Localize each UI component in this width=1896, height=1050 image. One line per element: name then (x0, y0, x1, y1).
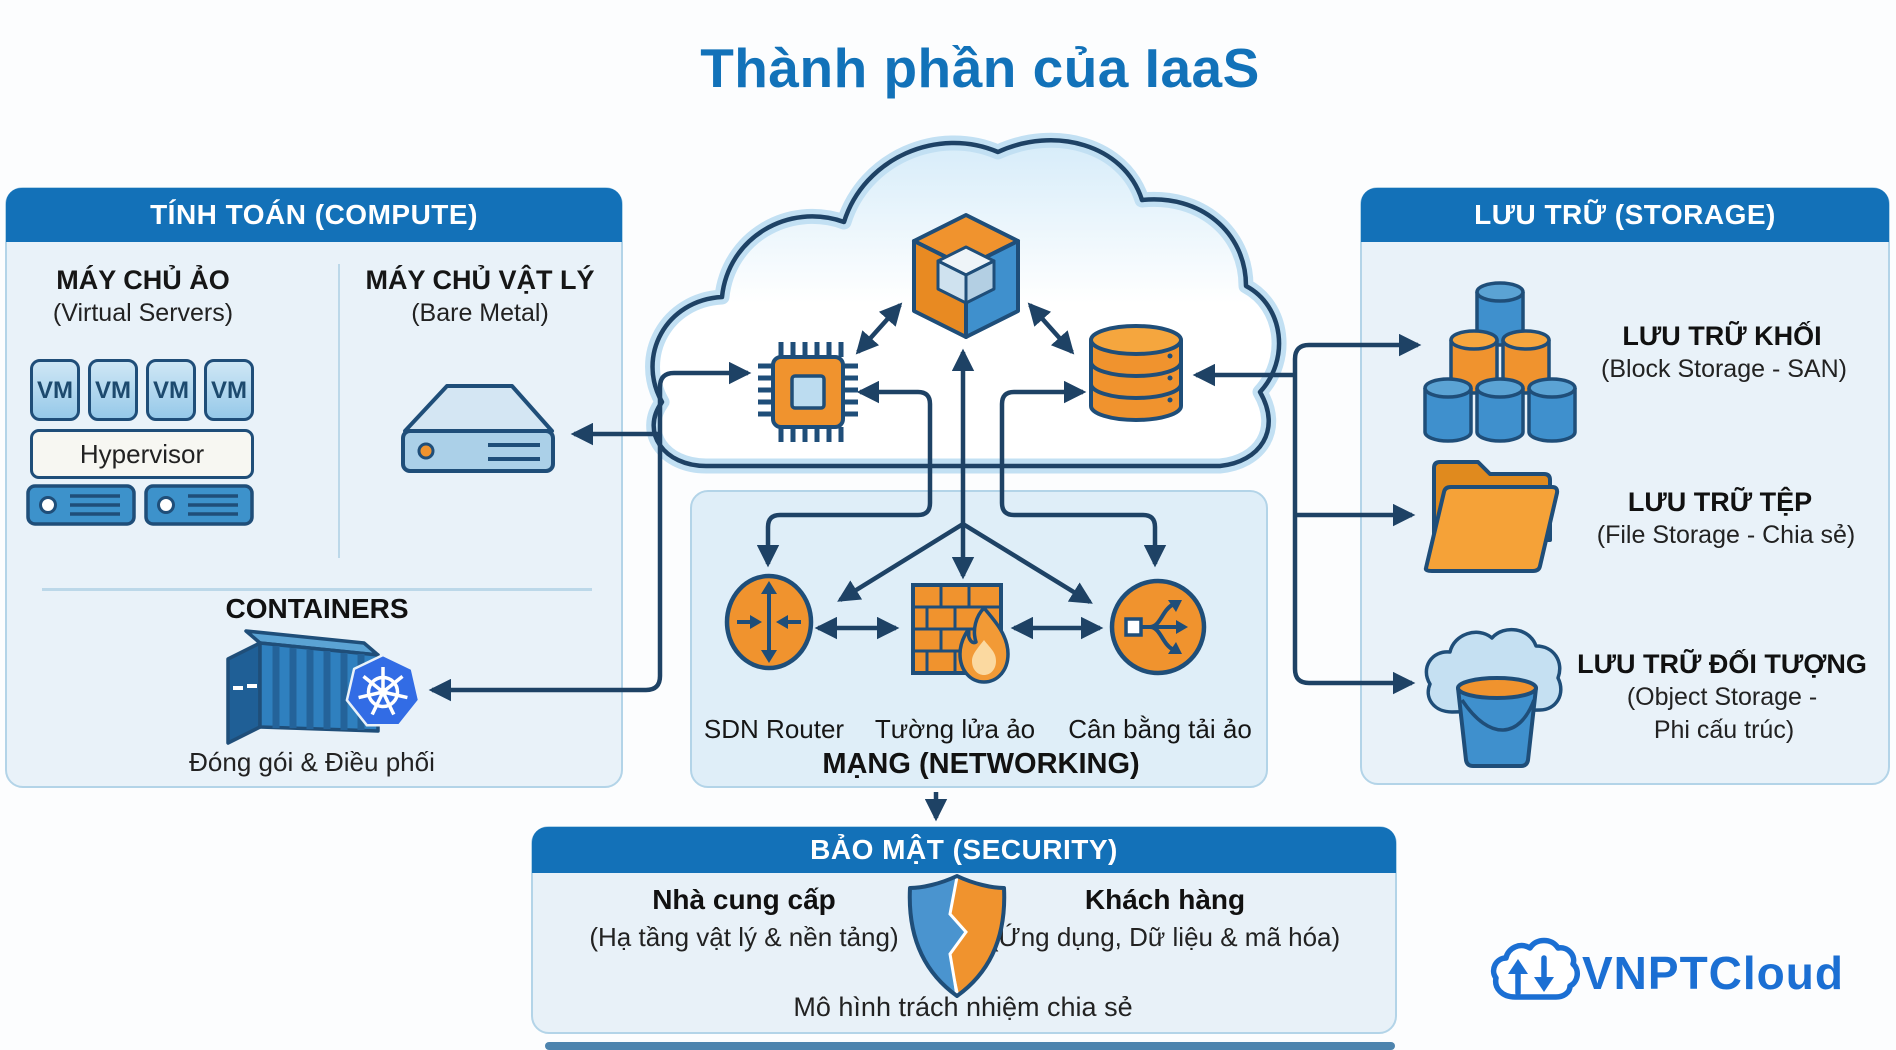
load-balancer-label: Cân bằng tải ảo (1068, 714, 1252, 744)
hypervisor-bar: Hypervisor (30, 429, 254, 479)
bare-metal-title: MÁY CHỦ VẬT LÝ (365, 265, 595, 295)
page-title: Thành phần của IaaS (700, 37, 1260, 99)
column-divider (338, 264, 340, 558)
bottom-edge-bar (545, 1042, 1395, 1050)
file-storage-subtitle: (File Storage - Chia sẻ) (1596, 521, 1856, 549)
storage-panel-header: LƯU TRỮ (STORAGE) (1361, 188, 1889, 242)
vm-box: VM (88, 359, 138, 421)
object-storage-subtitle-line2: Phi cấu trúc) (1653, 716, 1795, 744)
sdn-router-label: SDN Router (703, 714, 845, 744)
security-panel-header: BẢO MẬT (SECURITY) (532, 827, 1396, 873)
iaas-cube-icon (912, 213, 1020, 339)
cpu-chip-icon (758, 342, 858, 442)
security-panel: BẢO MẬT (SECURITY) Nhà cung cấp (Hạ tầng… (531, 826, 1397, 1034)
networking-panel: SDN Router Tường lửa ảo Cân bằng tải ảo … (690, 490, 1268, 788)
storage-panel: LƯU TRỮ (STORAGE) LƯU TRỮ KHỐI (Block St… (1360, 187, 1890, 785)
bare-metal-subtitle: (Bare Metal) (411, 299, 549, 327)
file-storage-title: LƯU TRỮ TỆP (1627, 487, 1813, 517)
section-divider (42, 588, 592, 591)
networking-panel-header: MẠNG (NETWORKING) (822, 748, 1140, 780)
brand-logo-text: VNPTCloud (1582, 947, 1844, 999)
compute-panel-header: TÍNH TOÁN (COMPUTE) (6, 188, 622, 242)
virtual-servers-subtitle: (Virtual Servers) (52, 299, 234, 327)
vm-box: VM (146, 359, 196, 421)
database-icon (1089, 324, 1183, 422)
customer-subtitle: (Ứng dụng, Dữ liệu & mã hóa) (989, 922, 1341, 952)
vm-box: VM (30, 359, 80, 421)
customer-title: Khách hàng (1084, 884, 1246, 915)
block-storage-title: LƯU TRỮ KHỐI (1622, 321, 1822, 351)
object-storage-subtitle-line1: (Object Storage - (1626, 683, 1818, 711)
virtual-servers-title: MÁY CHỦ ẢO (56, 265, 230, 295)
object-storage-title: LƯU TRỮ ĐỐI TƯỢNG (1577, 649, 1867, 679)
containers-caption: Đóng gói & Điều phối (189, 747, 435, 777)
virtual-firewall-label: Tường lửa ảo (874, 714, 1036, 744)
provider-subtitle: (Hạ tầng vật lý & nền tảng) (589, 922, 899, 952)
provider-title: Nhà cung cấp (652, 884, 836, 915)
vnpt-cloud-logo-icon (1490, 937, 1580, 1000)
containers-title: CONTAINERS (225, 593, 409, 624)
block-storage-subtitle: (Block Storage - SAN) (1601, 355, 1847, 383)
compute-panel: TÍNH TOÁN (COMPUTE) MÁY CHỦ ẢO (Virtual … (5, 187, 623, 788)
vm-box: VM (204, 359, 254, 421)
shared-responsibility-caption: Mô hình trách nhiệm chia sẻ (793, 992, 1133, 1022)
